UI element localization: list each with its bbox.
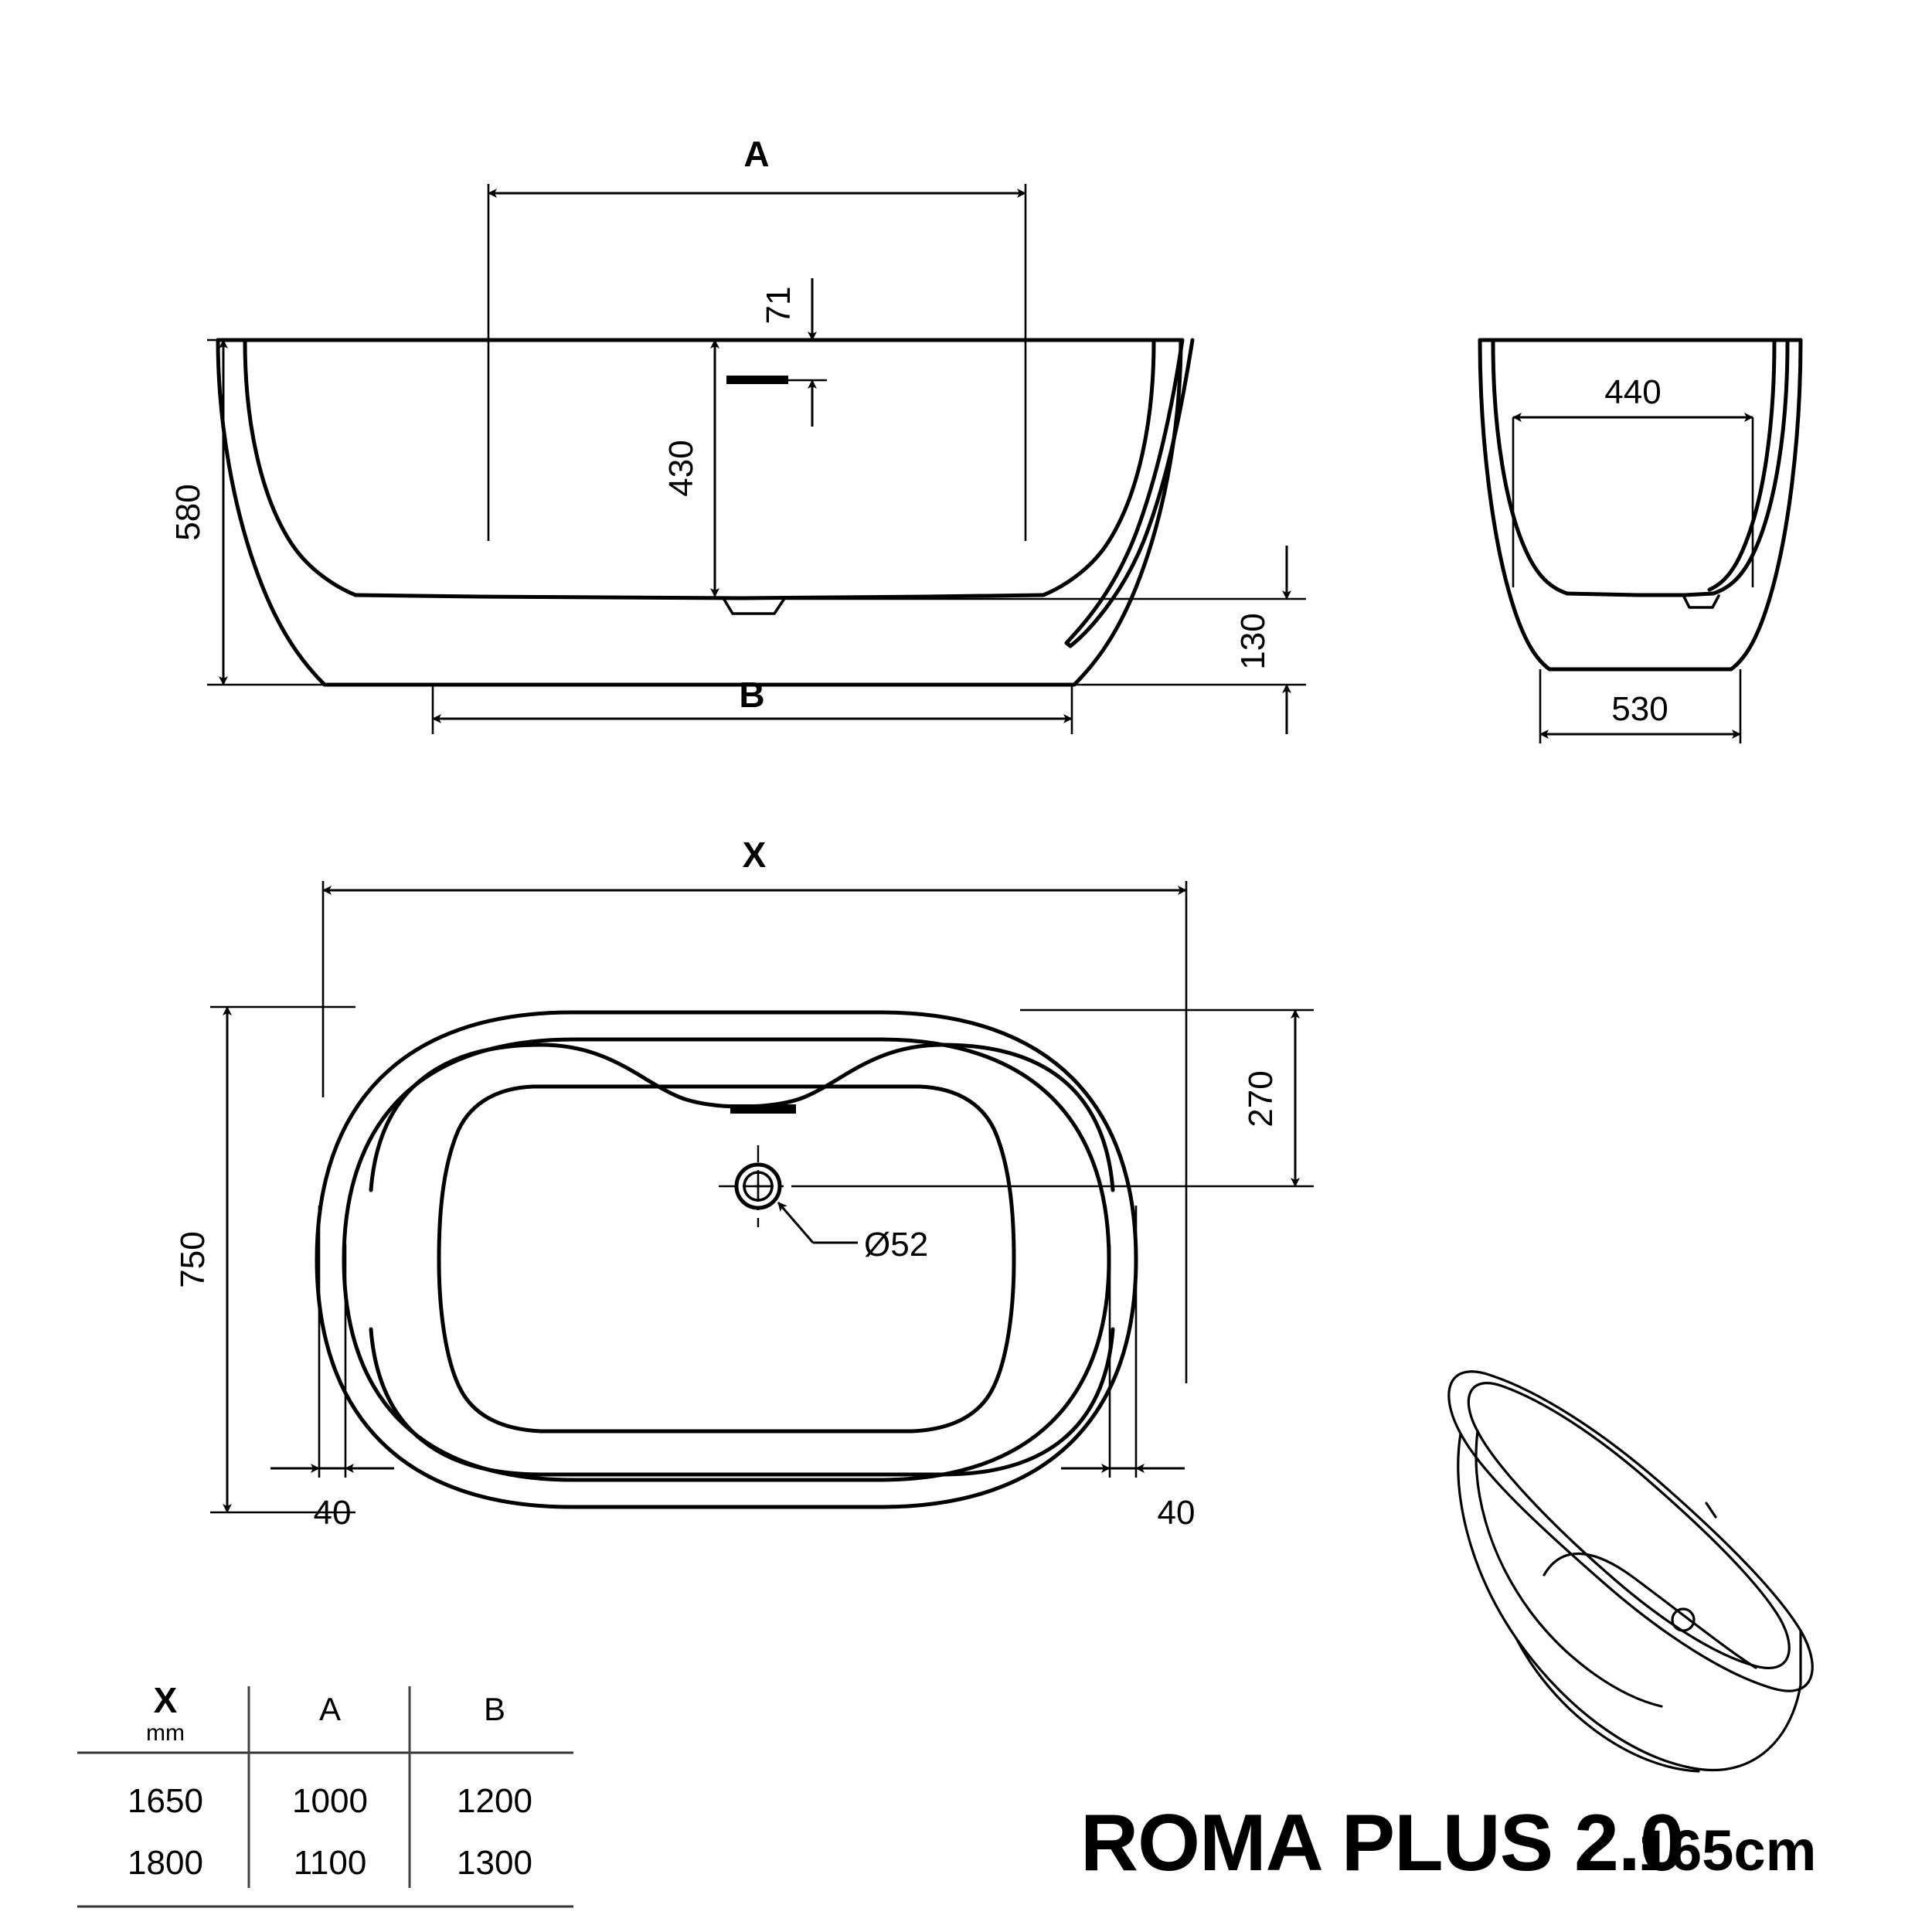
front-drain-boss [722,597,785,615]
plan-overflow-slot [730,1104,796,1114]
dim-530-label: 530 [1611,690,1668,728]
table-cell-x: 1800 [128,1844,203,1882]
drain-diameter-label: Ø52 [864,1226,928,1264]
dim-430-label: 430 [662,440,700,496]
dim-580-label: 580 [169,484,207,540]
table-header-x: X [154,1680,178,1720]
side-inner-left-wall [1491,340,1570,596]
front-tub-right-wall-helper [216,338,1195,648]
dim-40-right-label: 40 [1158,1494,1196,1532]
front-inner-left-wall [243,339,358,597]
table-cell-x: 1650 [128,1782,203,1820]
isometric-3d-view [1447,1370,1814,1773]
dim-b-label: B [739,675,764,715]
iso-overflow-slot [1705,1502,1717,1519]
front-overflow-slot [726,376,788,384]
dim-x-label: X [743,835,767,875]
iso-body-outline [1457,1432,1802,1772]
iso-drain-circle [1671,1607,1696,1632]
iso-inner-rim [1467,1382,1791,1669]
plan-top-view: Ø52 X 750 270 40 40 [174,835,1314,1532]
spec-table: X mm A B 1650 1000 1200 1800 1100 1300 [77,1680,573,1908]
front-basin-floor [353,593,1046,600]
side-outer-left-wall [1478,338,1552,672]
front-outer-left-wall [216,338,327,687]
table-row: 1650 1000 1200 [128,1782,532,1820]
iso-body-lower-contour [1515,1637,1700,1773]
table-cell-a: 1100 [294,1844,367,1882]
product-title: ROMA PLUS 2.0 [1080,1798,1684,1888]
front-outer-right-wall [1072,338,1183,687]
side-drain-boss [1682,594,1720,609]
front-elevation-view: A 580 430 71 B 130 [169,134,1306,734]
dim-440-label: 440 [1604,373,1661,411]
side-outer-right-wall [1729,338,1803,672]
dim-750-label: 750 [174,1231,212,1287]
iso-inner-fold [1475,1430,1663,1708]
iso-basin-edge [1543,1552,1757,1669]
side-basin-floor [1565,591,1716,597]
side-elevation-view: 440 530 [1478,338,1803,743]
table-header-a: A [319,1691,341,1727]
side-inner-right-wall-2 [1707,340,1777,592]
table-row: 1800 1100 1300 [128,1844,532,1882]
iso-outer-rim [1447,1370,1814,1692]
side-inner-right-wall [1711,340,1790,596]
product-size: 165cm [1638,1818,1816,1883]
table-unit-note: mm [146,1720,185,1746]
dim-71-label: 71 [760,287,798,325]
drain-leader-line [777,1202,815,1243]
plan-basin-outline [437,1084,1016,1434]
plan-rim-contour-bottom [369,1327,1115,1477]
front-inner-right-wall [1041,339,1156,597]
dim-270-label: 270 [1242,1070,1280,1127]
table-cell-a: 1000 [292,1782,368,1820]
plan-rim-contour-top [369,1043,1115,1192]
dim-130-label: 130 [1234,613,1272,669]
dim-40-left-label: 40 [314,1494,352,1532]
title-block: ROMA PLUS 2.0 165cm [1080,1798,1816,1888]
dim-a-label: A [743,134,769,174]
table-cell-b: 1200 [457,1782,532,1820]
table-cell-b: 1300 [457,1844,532,1882]
table-header-b: B [484,1691,505,1727]
